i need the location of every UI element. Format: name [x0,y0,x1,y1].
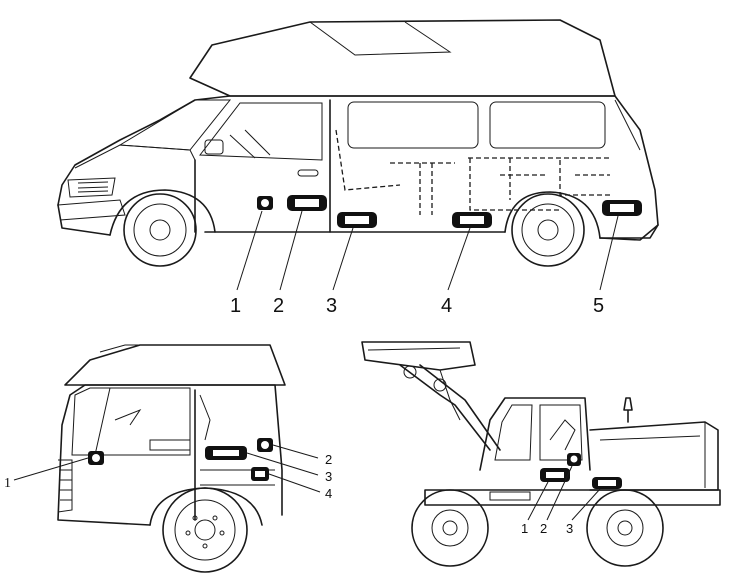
van-label-4: 4 [441,295,452,317]
excavator-label-3: 3 [566,521,573,536]
excavator-illustration [361,341,721,567]
excavator-label-1: 1 [521,521,528,536]
excavator-leader-lines [527,465,601,521]
van-label-2: 2 [273,295,284,317]
truck-illustration [57,344,286,573]
van-device-4 [452,212,492,228]
van-label-1: 1 [230,295,241,317]
van-device-3 [337,212,377,228]
truck-leader-lines [13,444,321,493]
truck-label-2: 2 [325,452,332,467]
van-illustration [57,19,659,267]
truck-device-1 [88,451,104,465]
excavator-label-2: 2 [540,521,547,536]
van-label-5: 5 [593,295,604,317]
truck-label-3: 3 [325,469,332,484]
van-leader-lines [236,210,619,291]
van-label-3: 3 [326,295,337,317]
truck-device-4 [251,467,269,481]
truck-label-4: 4 [325,486,332,501]
truck-device-2 [257,438,273,452]
excavator-device-3 [592,477,622,489]
excavator-device-1 [540,468,570,482]
van-device-2 [287,195,327,211]
excavator-device-2 [567,453,581,466]
van-device-1 [257,196,273,210]
truck-device-3 [205,446,247,460]
van-device-5 [602,200,642,216]
truck-label-1: 1 [4,476,11,491]
